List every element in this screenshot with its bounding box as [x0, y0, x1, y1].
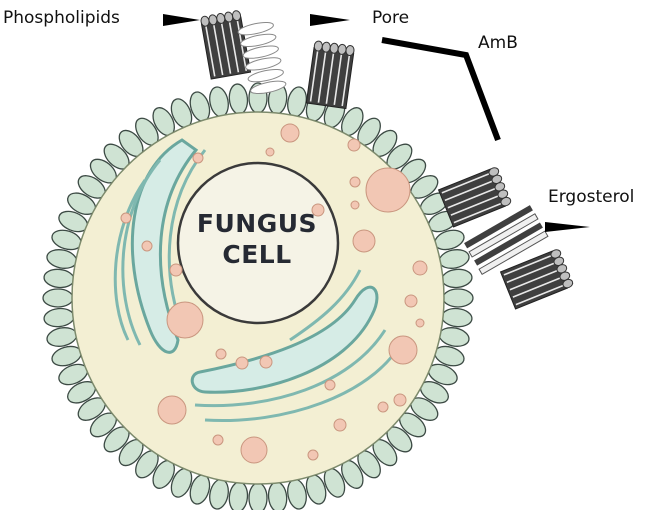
pointer-arrow-icon — [163, 14, 590, 232]
pore-label: Pore — [372, 8, 410, 28]
vesicle — [235, 356, 249, 370]
membrane-bead — [209, 478, 229, 510]
vesicle — [240, 436, 268, 464]
membrane-bead — [46, 327, 78, 347]
lipid-bundle-icon — [437, 167, 512, 228]
membrane-bead — [287, 86, 307, 118]
vesicle — [120, 212, 132, 224]
ergosterol-channel-icon — [464, 205, 549, 276]
organelles — [120, 123, 428, 464]
vesicle — [412, 260, 428, 276]
membrane-bead — [46, 249, 78, 269]
vesicle — [212, 434, 224, 446]
vesicle — [377, 401, 389, 413]
pore-channel-icon — [237, 21, 287, 95]
vesicle — [352, 229, 376, 253]
membrane-bead — [441, 268, 473, 289]
membrane-bead — [43, 268, 75, 289]
phospholipids-label: Phospholipids — [3, 8, 120, 28]
vesicle — [141, 240, 153, 252]
vesicle — [333, 418, 347, 432]
membrane-bead — [441, 307, 473, 328]
vesicle — [259, 355, 273, 369]
vesicle — [347, 138, 361, 152]
lipid-bundle-icon — [305, 40, 355, 110]
lipid-bundle-icon — [499, 249, 574, 310]
vesicle — [365, 167, 411, 213]
amb-label: AmB — [478, 33, 518, 53]
amb-leader-line — [381, 37, 501, 142]
vesicle — [350, 200, 360, 210]
nucleus-title-line2: CELL — [222, 240, 292, 269]
nucleus-title-line1: FUNGUS — [196, 209, 318, 238]
vesicle — [166, 301, 204, 339]
vesicle — [311, 203, 325, 217]
vesicle — [404, 294, 418, 308]
endoplasmic-reticulum-left — [113, 138, 207, 354]
vesicle — [393, 393, 407, 407]
membrane-bead — [228, 83, 249, 115]
vesicle — [280, 123, 300, 143]
membrane-bead — [287, 478, 307, 510]
membrane-bead — [267, 481, 288, 510]
nucleus-title: FUNGUS CELL — [182, 208, 332, 270]
vesicle — [169, 263, 183, 277]
vesicle — [307, 449, 319, 461]
ergosterol-label: Ergosterol — [548, 187, 635, 207]
vesicle — [157, 395, 187, 425]
nucleus — [176, 161, 340, 325]
vesicle — [265, 147, 275, 157]
membrane-bead — [228, 481, 249, 510]
membrane-bead — [438, 327, 470, 347]
membrane-bead — [248, 482, 268, 510]
vesicle — [388, 335, 418, 365]
membrane-bead — [42, 288, 74, 308]
vesicle — [215, 348, 227, 360]
vesicle — [349, 176, 361, 188]
membrane-bead — [442, 288, 474, 308]
vesicle — [324, 379, 336, 391]
vesicle — [415, 318, 425, 328]
membrane-bead — [209, 86, 229, 118]
membrane-bead — [43, 307, 75, 328]
vesicle — [192, 152, 204, 164]
membrane-bead — [438, 249, 470, 269]
